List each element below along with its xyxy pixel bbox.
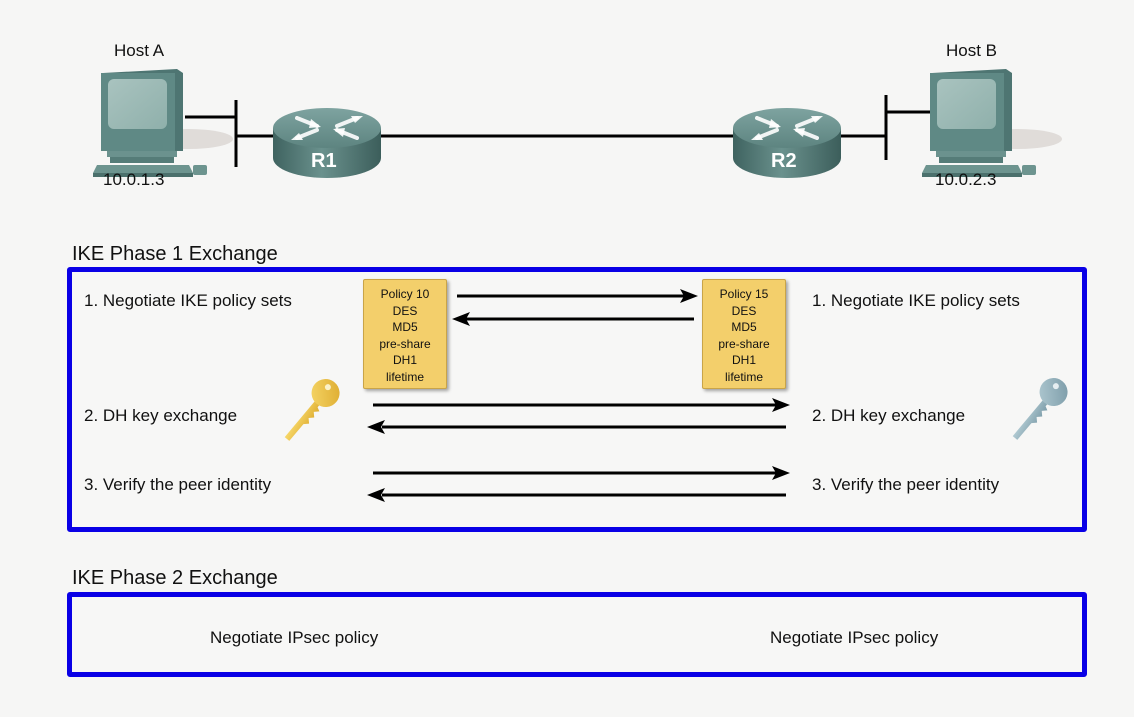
host-a-label: Host A — [114, 41, 165, 60]
policy-left-lifetime: lifetime — [385, 369, 424, 384]
phase1-left-step-1: 1. Negotiate IKE policy sets — [84, 291, 292, 310]
arrow-verify-back — [367, 488, 786, 502]
phase2-title: IKE Phase 2 Exchange — [72, 567, 278, 589]
policy-left-encryption: DES — [392, 303, 418, 318]
arrow-dh-back — [367, 420, 786, 434]
phase1-left-step-2: 2. DH key exchange — [84, 406, 238, 425]
policy-right-auth: pre-share — [718, 336, 770, 351]
policy-left-hash: MD5 — [392, 320, 418, 334]
phase1-left-step-3: 3. Verify the peer identity — [84, 475, 272, 494]
arrow-dh-forward — [373, 398, 790, 412]
phase1-right-step-1: 1. Negotiate IKE policy sets — [812, 291, 1020, 310]
arrow-policy-forward — [457, 289, 698, 303]
policy-right-lifetime: lifetime — [724, 369, 763, 384]
policy-right-dh: DH1 — [731, 353, 756, 367]
host-b-label: Host B — [946, 41, 998, 60]
policy-box-left: Policy 10 DES MD5 pre-share DH1 lifetime — [363, 279, 447, 389]
phase2-left-text: Negotiate IPsec policy — [210, 628, 379, 647]
policy-left-name: Policy 10 — [380, 287, 430, 301]
phase1-right-step-3: 3. Verify the peer identity — [812, 475, 1000, 494]
policy-right-hash: MD5 — [731, 320, 757, 334]
policy-right-name: Policy 15 — [719, 287, 769, 301]
phase2-right-text: Negotiate IPsec policy — [770, 628, 939, 647]
router-r1-label: R1 — [311, 150, 337, 172]
link-lines — [185, 95, 934, 167]
phase1-right-step-2: 2. DH key exchange — [812, 406, 966, 425]
host-b-computer-icon — [922, 69, 1062, 177]
key-icon-gold — [284, 379, 340, 441]
router-r1-icon — [273, 108, 381, 178]
arrow-policy-back — [452, 312, 694, 326]
phase2-box — [67, 592, 1087, 677]
key-icon-blue — [1012, 378, 1068, 440]
router-r2-label: R2 — [771, 150, 797, 172]
policy-left-auth: pre-share — [379, 336, 431, 351]
policy-left-dh: DH1 — [392, 353, 417, 367]
phase1-box — [67, 267, 1087, 532]
host-a-computer-icon — [93, 69, 233, 177]
host-a-ip: 10.0.1.3 — [103, 170, 165, 189]
phase1-title: IKE Phase 1 Exchange — [72, 243, 278, 265]
policy-box-right: Policy 15 DES MD5 pre-share DH1 lifetime — [702, 279, 786, 389]
policy-right-encryption: DES — [731, 303, 757, 318]
host-b-ip: 10.0.2.3 — [935, 170, 997, 189]
arrow-verify-forward — [373, 466, 790, 480]
router-r2-icon — [733, 108, 841, 178]
